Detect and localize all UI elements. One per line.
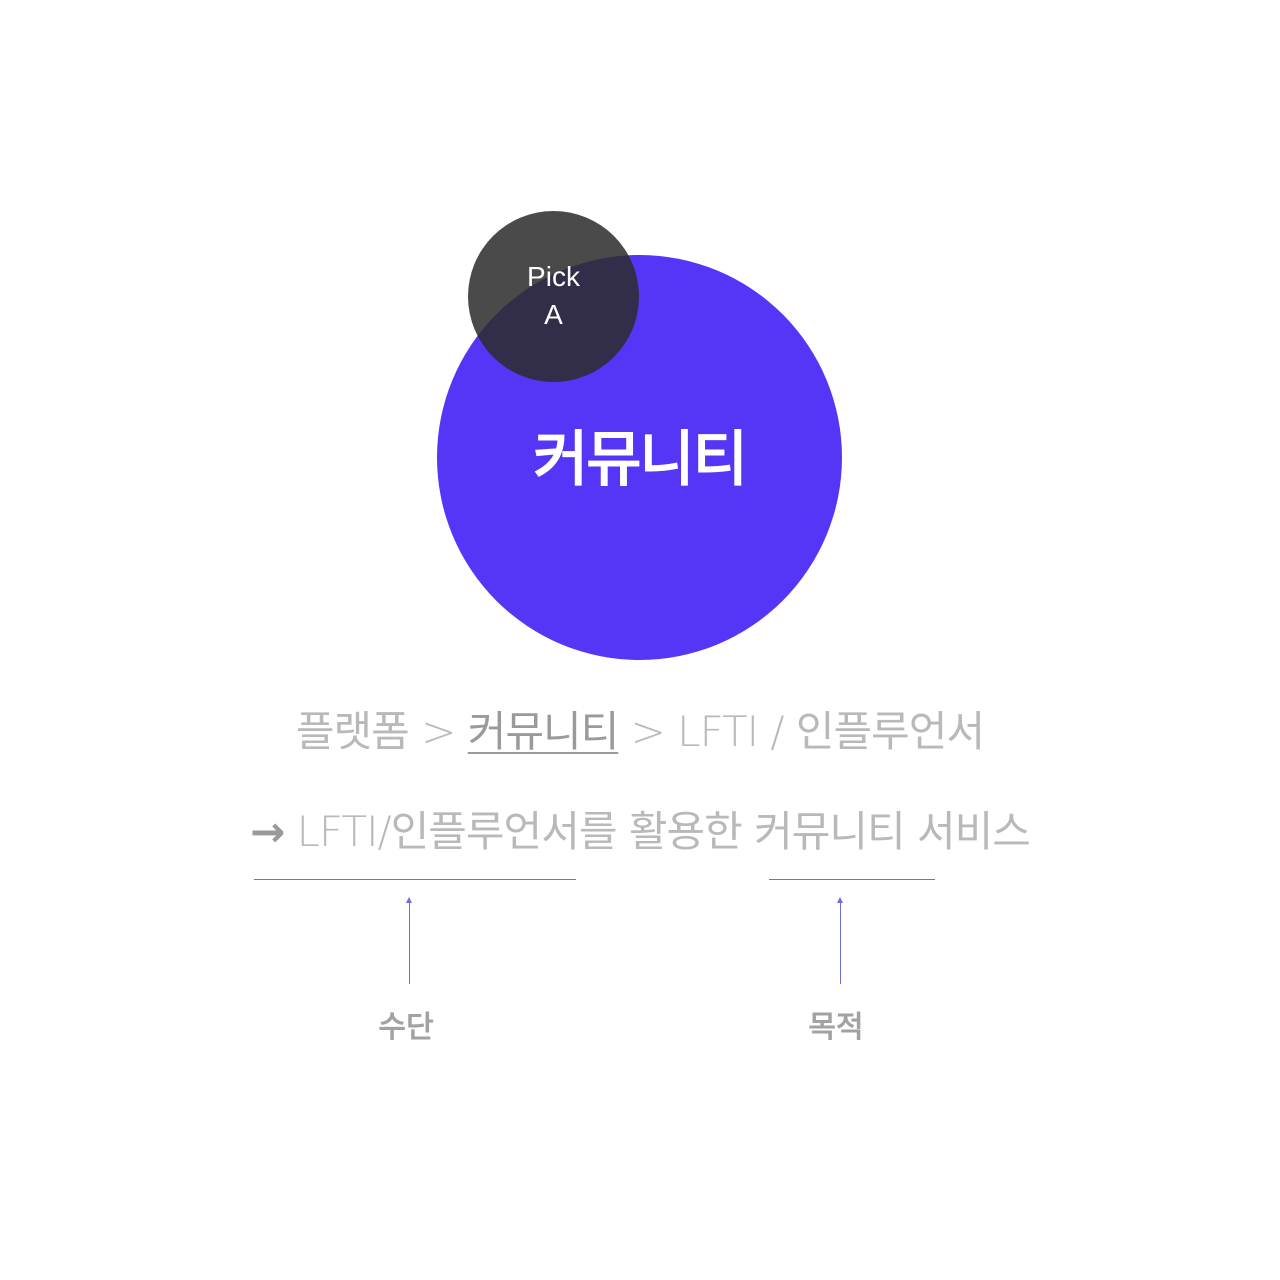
community-circle-label: 커뮤니티 [533,425,748,495]
flow-part-1: 플랫폼 > [295,707,468,756]
right-arrow-icon: → [250,807,285,856]
pick-a-line1: Pick [527,261,580,292]
result-statement: → LFTI/인플루언서를 활용한 커뮤니티 서비스 [0,800,1280,864]
purpose-arrow-head-icon [837,897,843,903]
flow-part-2: > LFTI / 인플루언서 [618,707,985,756]
means-arrow-head-icon [406,897,412,903]
flow-breadcrumb: 플랫폼 > 커뮤니티 > LFTI / 인플루언서 [0,700,1280,764]
pick-a-line2: A [544,299,563,330]
purpose-label: 목적 [808,1010,864,1045]
means-underline [254,879,576,880]
purpose-arrow-line [840,902,841,984]
means-arrow-line [409,902,410,984]
purpose-underline [769,879,935,880]
pick-a-label: Pick A [468,258,639,334]
result-text: LFTI/인플루언서를 활용한 커뮤니티 서비스 [284,807,1031,856]
pick-a-circle [468,211,639,382]
flow-highlight: 커뮤니티 [467,707,620,756]
means-label: 수단 [378,1010,434,1045]
